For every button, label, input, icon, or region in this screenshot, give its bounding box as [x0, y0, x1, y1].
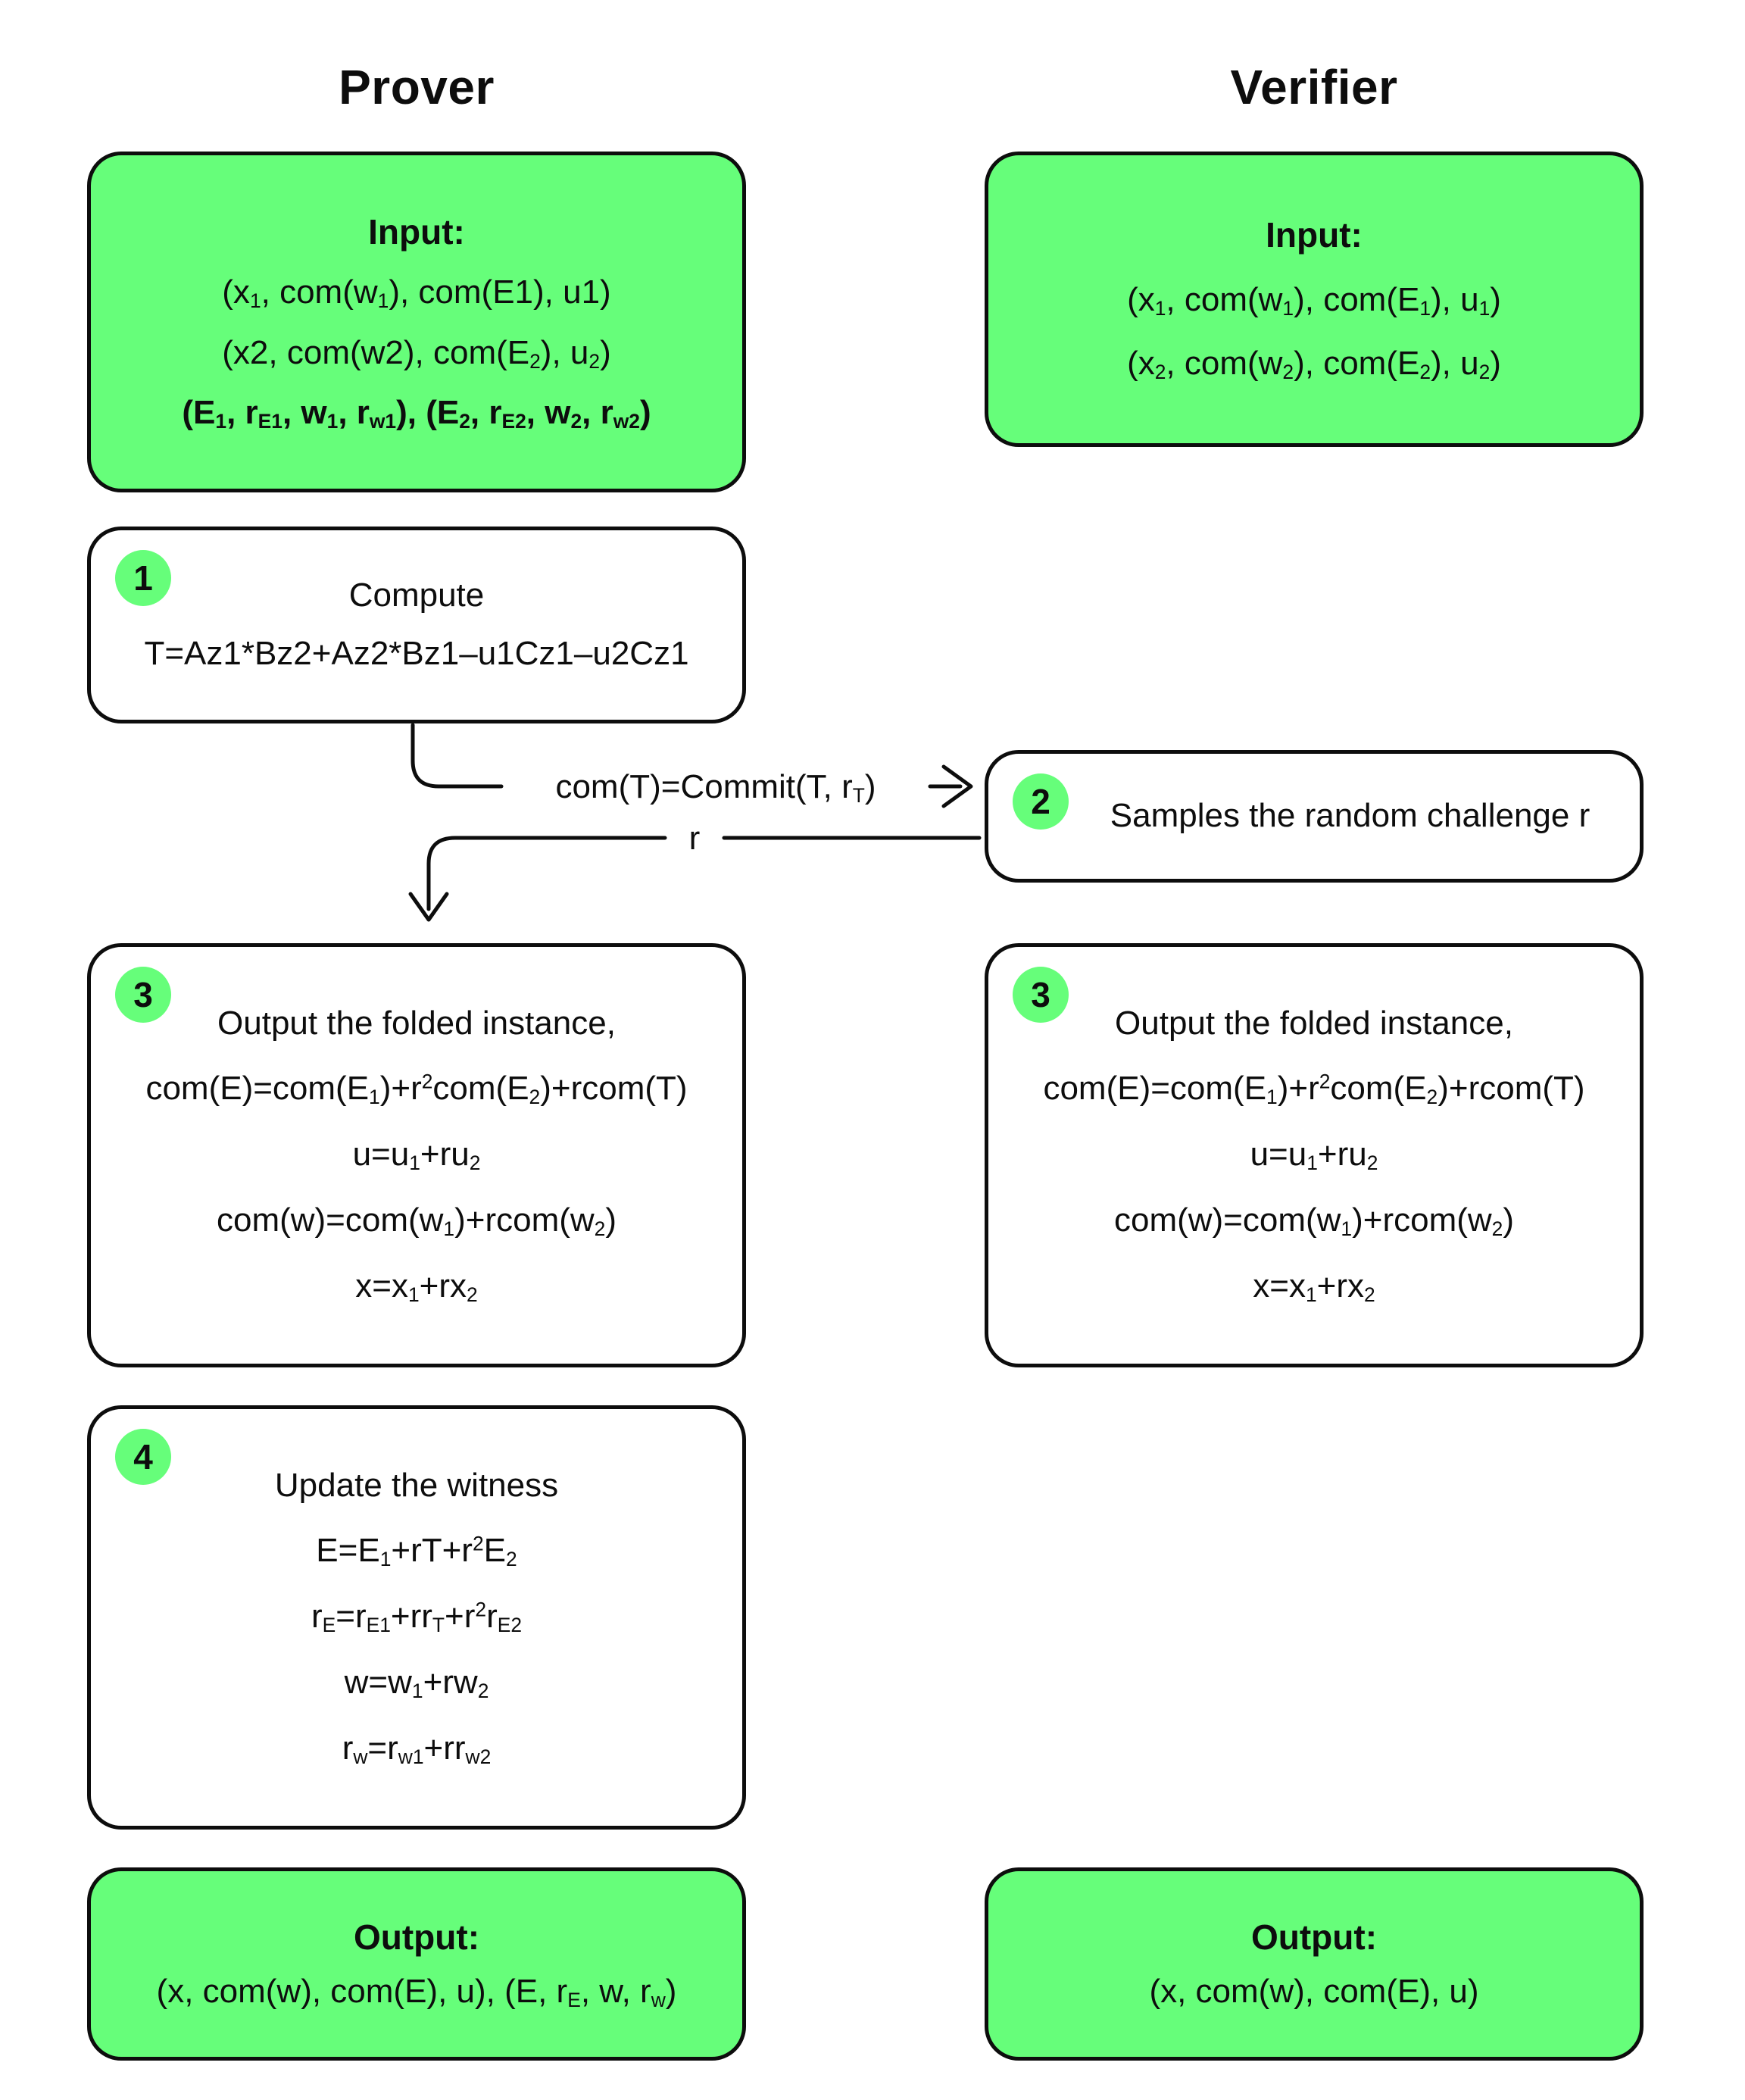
- prover-step3-eq-2: u=u1+ru2: [352, 1136, 481, 1174]
- verifier-output-box: Output: (x, com(w), com(E), u): [985, 1867, 1644, 2061]
- step-4-badge: 4: [115, 1429, 171, 1485]
- step-2-badge: 2: [1013, 773, 1069, 830]
- prover-step1-box: 1 Compute T=Az1*Bz2+Az2*Bz1–u1Cz1–u2Cz1: [87, 527, 746, 723]
- prover-step1-title: Compute: [348, 577, 485, 614]
- step-1-badge: 1: [115, 550, 171, 606]
- prover-step3-eq-3: com(w)=com(w1)+rcom(w2): [216, 1202, 617, 1240]
- challenge-line-left: [426, 836, 667, 911]
- verifier-input-box: Input: (x1, com(w1), com(E1), u1) (x2, c…: [985, 152, 1644, 447]
- prover-input-label: Input:: [368, 211, 465, 252]
- verifier-step3-box: 3 Output the folded instance, com(E)=com…: [985, 943, 1644, 1367]
- verifier-title: Verifier: [1230, 60, 1398, 114]
- verifier-input-line-1: (x1, com(w1), com(E1), u1): [1127, 280, 1501, 320]
- prover-input-box: Input: (x1, com(w1), com(E1), u1) (x2, c…: [87, 152, 746, 492]
- step-3-badge-verifier: 3: [1013, 967, 1069, 1023]
- verifier-step3-eq-4: x=x1+rx2: [1253, 1267, 1375, 1306]
- prover-step4-eq-1: E=E1+rT+r2E2: [316, 1532, 517, 1570]
- prover-output-label: Output:: [353, 1917, 480, 1957]
- prover-step3-box: 3 Output the folded instance, com(E)=com…: [87, 943, 746, 1367]
- prover-step4-box: 4 Update the witness E=E1+rT+r2E2 rE=rE1…: [87, 1405, 746, 1830]
- verifier-step3-title: Output the folded instance,: [1115, 1004, 1513, 1042]
- verifier-step3-eq-1: com(E)=com(E1)+r2com(E2)+rcom(T): [1043, 1070, 1585, 1108]
- commit-arrowhead-icon: [941, 764, 973, 808]
- challenge-message-label: r: [668, 820, 721, 858]
- prover-step3-eq-4: x=x1+rx2: [355, 1267, 478, 1306]
- verifier-output-label: Output:: [1250, 1917, 1378, 1958]
- verifier-output-line: (x, com(w), com(E), u): [1149, 1973, 1479, 2011]
- prover-title: Prover: [339, 60, 495, 114]
- prover-input-line-2: (x2, com(w2), com(E2), u2): [222, 333, 611, 373]
- prover-step4-eq-4: rw=rw1+rrw2: [342, 1730, 492, 1768]
- prover-step4-eq-2: rE=rE1+rrT+r2rE2: [311, 1598, 522, 1636]
- prover-input-line-3: (E1, rE1, w1, rw1), (E2, rE2, w2, rw2): [182, 394, 651, 433]
- verifier-step2-box: 2 Samples the random challenge r: [985, 750, 1644, 883]
- verifier-input-label: Input:: [1266, 215, 1363, 255]
- commit-arrow-line-left: [410, 723, 504, 789]
- verifier-step2-text: Samples the random challenge r: [1110, 797, 1590, 835]
- prover-step4-title: Update the witness: [274, 1466, 559, 1504]
- prover-output-box: Output: (x, com(w), com(E), u), (E, rE, …: [87, 1867, 746, 2061]
- prover-step1-formula: T=Az1*Bz2+Az2*Bz1–u1Cz1–u2Cz1: [144, 635, 689, 673]
- prover-step4-eq-3: w=w1+rw2: [344, 1664, 489, 1702]
- prover-output-line: (x, com(w), com(E), u), (E, rE, w, rw): [156, 1972, 677, 2011]
- prover-input-line-1: (x1, com(w1), com(E1), u1): [222, 273, 611, 312]
- verifier-input-line-2: (x2, com(w2), com(E2), u2): [1127, 345, 1501, 384]
- prover-step3-eq-1: com(E)=com(E1)+r2com(E2)+rcom(T): [145, 1070, 688, 1108]
- challenge-arrowhead-icon: [408, 892, 449, 922]
- step-3-badge-prover: 3: [115, 967, 171, 1023]
- verifier-step3-eq-2: u=u1+ru2: [1250, 1136, 1378, 1174]
- commit-message-label: com(T)=Commit(T, rT): [506, 768, 926, 808]
- prover-step3-title: Output the folded instance,: [217, 1004, 616, 1042]
- verifier-step3-eq-3: com(w)=com(w1)+rcom(w2): [1113, 1202, 1515, 1240]
